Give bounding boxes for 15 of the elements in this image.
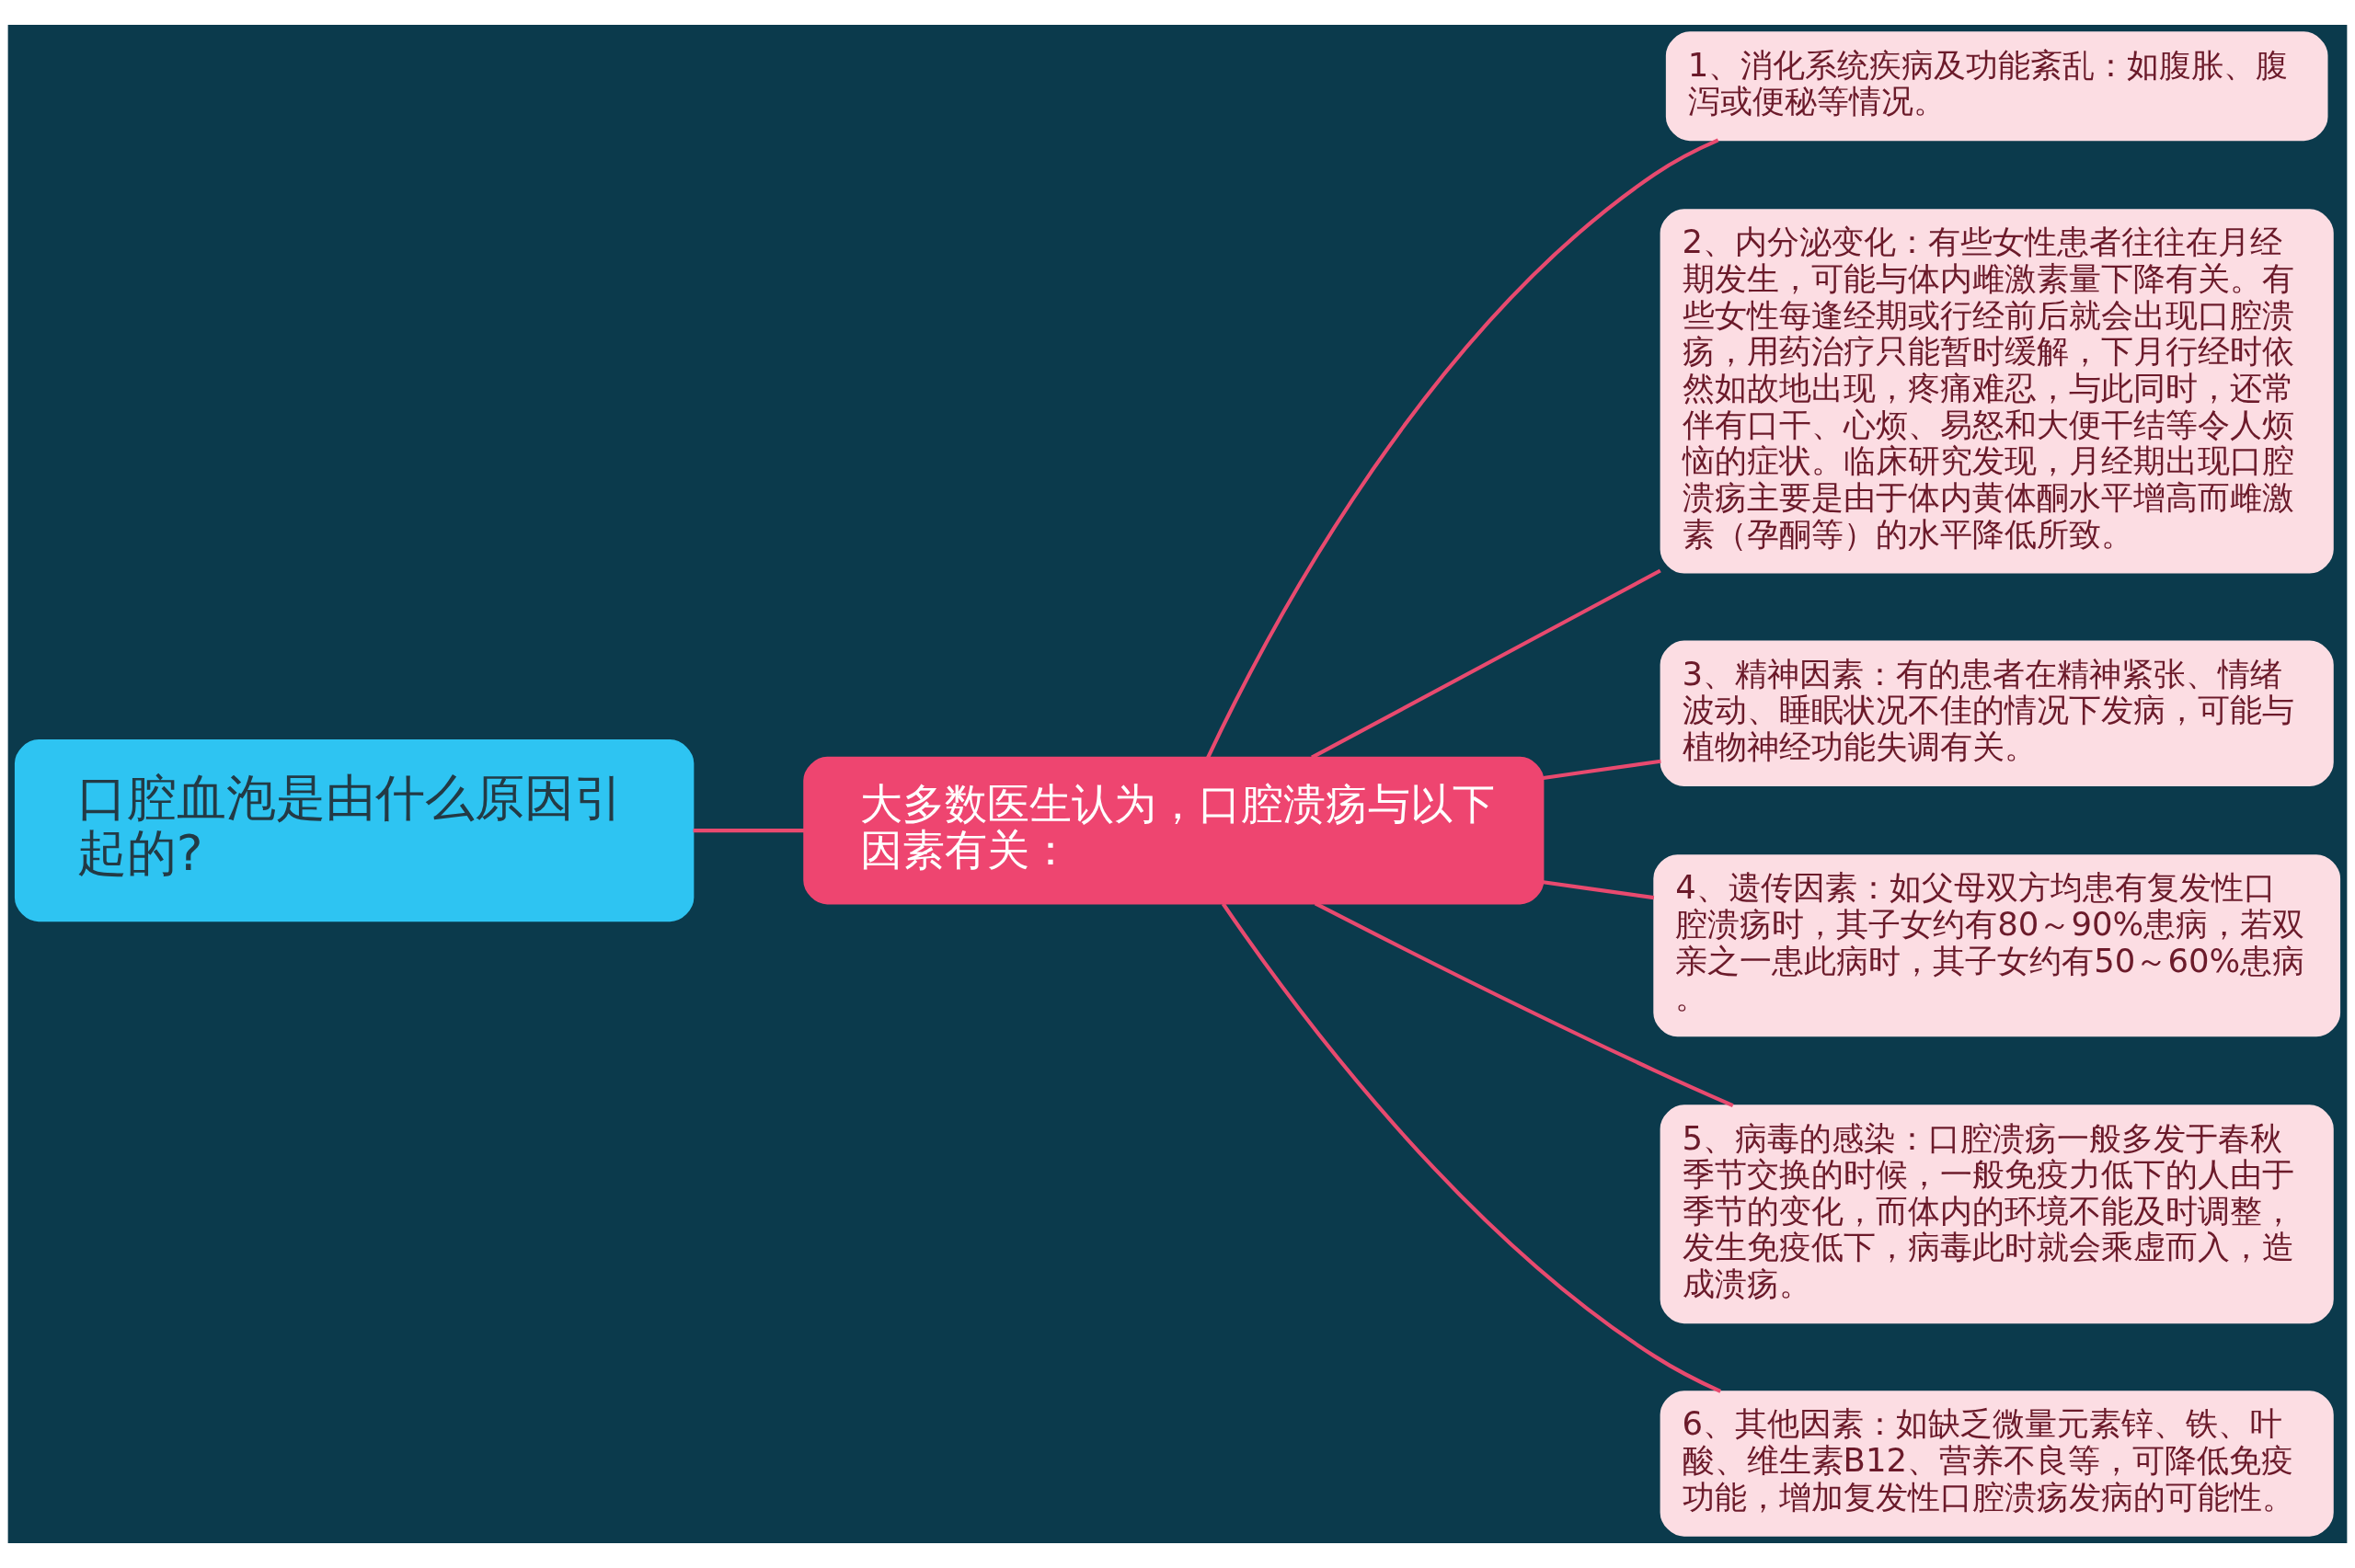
node-box: 5、病毒的感染：口腔溃疡一般多发于春秋季节交换的时候，一般免疫力低下的人由于季节的变化，而体内的环境不能及时调整，发生免疫低下，病毒此时就会乘虚而入，造成溃疡。 — [1660, 1104, 2334, 1324]
connector — [693, 829, 805, 833]
connector — [1221, 902, 1722, 1393]
connector — [1311, 568, 1661, 760]
connector — [1314, 901, 1734, 1108]
connector — [1206, 138, 1719, 759]
node-box: 6、其他因素：如缺乏微量元素锌、铁、叶酸、维生素B12、营养不良等，可降低免疫功能，增加复发性口腔溃疡发病的可能性。 — [1660, 1391, 2334, 1537]
node-box: 1、消化系统疾病及功能紊乱：如腹胀、腹泻或便秘等情况。 — [1665, 31, 2328, 142]
node-box: 2、内分泌变化：有些女性患者往往在月经期发生，可能与体内雌激素量下降有关。有些女性每逢经期或行经前后就会出现口腔溃疡，用药治疗只能暂时缓解，下月行经时依然如故地出现，疼痛难忍，与此同时，还常伴有口干、心烦、易怒和大便干结等令人烦恼的症状。临床研究发现，月经期出现口腔溃疡主要是由于体内黄体酮水平增高而雌激素（孕酮等）的水平降低所致。 — [1660, 209, 2334, 574]
connector — [1543, 880, 1655, 900]
node-box: 3、精神因素：有的患者在精神紧张、情绪波动、睡眠状况不佳的情况下发病，可能与植物神经功能失调有关。 — [1660, 640, 2334, 787]
node-box: 口腔血泡是由什么原因引起的? — [14, 739, 695, 922]
node-box: 4、遗传因素：如父母双方均患有复发性口腔溃疡时，其子女约有80～90%患病，若双亲之一患此病时，其子女约有50～60%患病。 — [1653, 854, 2341, 1037]
node-box: 大多数医生认为，口腔溃疡与以下因素有关： — [803, 756, 1545, 905]
connector — [1543, 759, 1661, 781]
